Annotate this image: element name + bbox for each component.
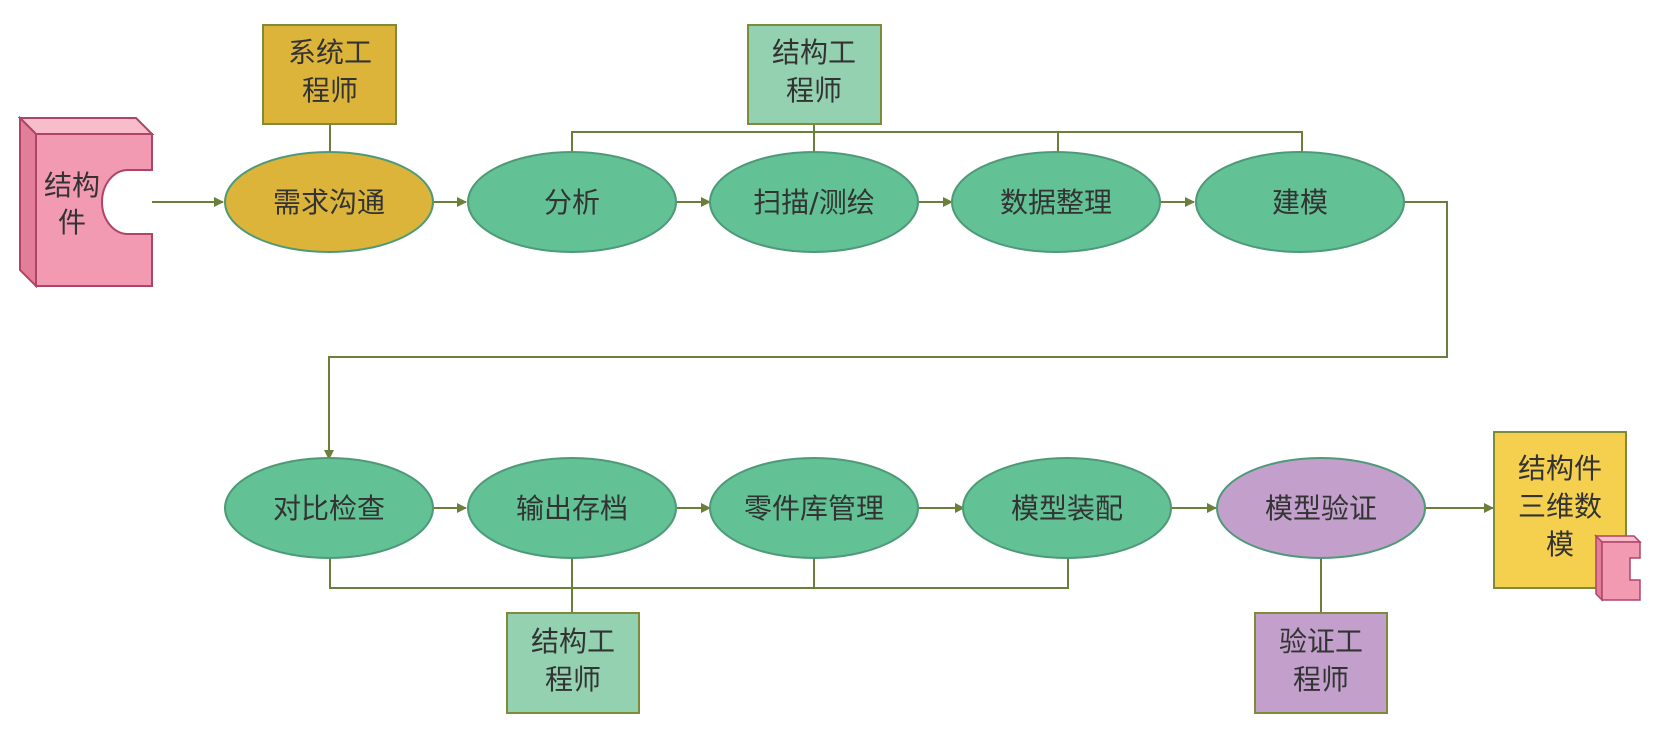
role-structural-engineer-top: 结构工 程师: [747, 24, 882, 125]
part-block-front: [35, 133, 153, 287]
structural-part-input: 结构 件: [17, 115, 155, 289]
part-block-side: [19, 115, 37, 289]
structural-engineer-top-line2: 程师: [786, 74, 842, 107]
requirements-label: 需求沟通: [273, 186, 385, 219]
verification-engineer-box: [1254, 612, 1388, 714]
modeling-label: 建模: [1272, 186, 1328, 219]
step-assembly: 模型装配: [962, 457, 1172, 559]
requirements-ellipse: [224, 151, 434, 253]
library-ellipse: [709, 457, 919, 559]
compare-label: 对比检查: [273, 492, 385, 525]
step-modeling: 建模: [1195, 151, 1405, 253]
role-system-engineer: 系统工 程师: [262, 24, 397, 125]
assembly-ellipse: [962, 457, 1172, 559]
system-engineer-line1: 系统工: [288, 36, 372, 69]
part-block-top: [17, 117, 155, 135]
arrow-modeling-to-compare: [324, 201, 1448, 460]
role-structural-engineer-bottom: 结构工 程师: [506, 612, 640, 714]
data-label: 数据整理: [1000, 186, 1112, 219]
part-label-line2: 件: [58, 206, 86, 239]
scan-ellipse: [709, 151, 919, 253]
step-analysis: 分析: [467, 151, 677, 253]
data-ellipse: [951, 151, 1161, 253]
verify-label: 模型验证: [1265, 492, 1377, 525]
structural-engineer-top-box: [747, 24, 882, 125]
connector-structural-engineer-bottom: [329, 558, 1069, 589]
scan-label: 扫描/测绘: [753, 186, 874, 219]
output-label-line1: 结构件: [1518, 452, 1602, 485]
verify-ellipse: [1216, 457, 1426, 559]
structural-engineer-bottom-line2: 程师: [545, 663, 601, 696]
analysis-label: 分析: [544, 186, 600, 219]
output-label-line2: 三维数: [1518, 490, 1602, 523]
archive-ellipse: [467, 457, 677, 559]
output-label-line3: 模: [1546, 528, 1574, 561]
output-part-icon: [1594, 534, 1642, 602]
step-requirements: 需求沟通: [224, 151, 434, 253]
analysis-ellipse: [467, 151, 677, 253]
system-engineer-line2: 程师: [302, 74, 358, 107]
step-scan: 扫描/测绘: [709, 151, 919, 253]
part-label-line1: 结构: [44, 169, 100, 202]
structural-engineer-top-line1: 结构工: [772, 36, 856, 69]
structural-engineer-bottom-line1: 结构工: [531, 625, 615, 658]
step-library: 零件库管理: [709, 457, 919, 559]
step-data: 数据整理: [951, 151, 1161, 253]
connectors: [152, 124, 1494, 613]
modeling-ellipse: [1195, 151, 1405, 253]
library-label: 零件库管理: [744, 492, 884, 525]
structural-engineer-bottom-box: [506, 612, 640, 714]
structural-part-3d-model-output: 结构件 三维数 模: [1493, 431, 1642, 602]
step-archive: 输出存档: [467, 457, 677, 559]
archive-label: 输出存档: [516, 492, 628, 525]
compare-ellipse: [224, 457, 434, 559]
system-engineer-box: [262, 24, 397, 125]
step-verify: 模型验证: [1216, 457, 1426, 559]
verification-engineer-line2: 程师: [1293, 663, 1349, 696]
role-verification-engineer: 验证工 程师: [1254, 612, 1388, 714]
verification-engineer-line1: 验证工: [1279, 625, 1363, 658]
connector-structural-engineer-top: [571, 131, 1303, 152]
assembly-label: 模型装配: [1011, 492, 1123, 525]
step-compare: 对比检查: [224, 457, 434, 559]
